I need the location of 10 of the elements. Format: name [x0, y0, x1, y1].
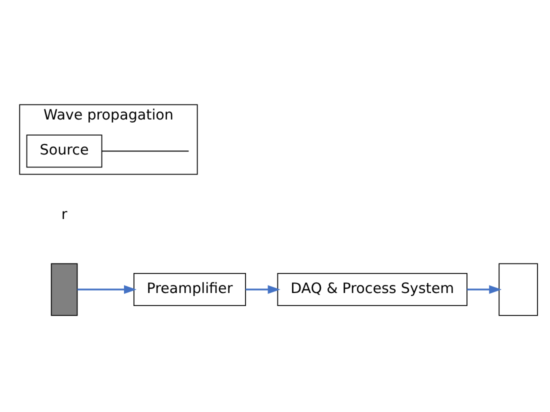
node-label: r	[61, 206, 68, 222]
arrow	[466, 284, 502, 294]
connector	[102, 150, 189, 152]
arrow	[77, 284, 137, 294]
arrow	[246, 284, 280, 294]
node-box: Preamplifier	[133, 272, 246, 306]
node-box	[498, 262, 538, 316]
node-box	[50, 262, 78, 316]
node-box: Source	[26, 134, 102, 168]
node-box: DAQ & Process System	[277, 272, 468, 306]
